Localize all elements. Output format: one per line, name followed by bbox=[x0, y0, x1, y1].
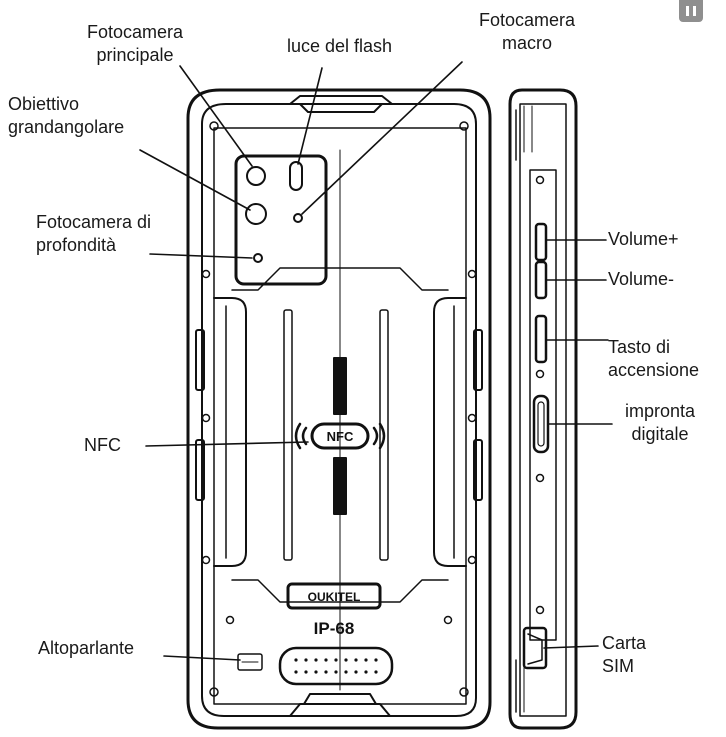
phone-side-view bbox=[508, 88, 578, 730]
label-main-camera-line2: principale bbox=[96, 45, 174, 65]
label-volume-up: Volume+ bbox=[608, 229, 679, 249]
depth-camera-lens bbox=[253, 253, 263, 263]
callout-speaker bbox=[163, 655, 241, 661]
label-macro-camera-line1: Fotocamera bbox=[478, 10, 576, 30]
callout-lines bbox=[139, 61, 613, 661]
label-wide-angle-line1: Obiettivo bbox=[8, 94, 80, 114]
label-volume-down: Volume- bbox=[608, 269, 675, 289]
label-fingerprint: impronta digitale bbox=[610, 400, 710, 446]
label-power-key-line2: accensione bbox=[608, 360, 700, 380]
label-fingerprint-line1: impronta bbox=[624, 401, 696, 421]
label-fingerprint-line2: digitale bbox=[631, 424, 689, 444]
camera-module bbox=[234, 154, 328, 286]
power-key bbox=[534, 314, 548, 364]
label-nfc: NFC bbox=[84, 435, 121, 455]
label-depth-camera-line1: Fotocamera di bbox=[36, 212, 152, 232]
label-main-camera-line1: Fotocamera bbox=[86, 22, 184, 42]
label-main-camera: Fotocamera principale bbox=[60, 21, 210, 67]
callout-flash bbox=[297, 67, 323, 165]
label-sim-card-line1: Carta bbox=[602, 633, 647, 653]
speaker-grill bbox=[278, 646, 394, 686]
callout-wide-angle bbox=[139, 149, 251, 211]
callout-main-camera bbox=[179, 65, 253, 167]
rating-text: IP-68 bbox=[314, 619, 355, 638]
label-macro-camera-line2: macro bbox=[501, 33, 552, 53]
main-camera-lens bbox=[246, 166, 266, 186]
label-power-key: Tasto di accensione bbox=[608, 336, 699, 382]
callout-sim bbox=[543, 645, 599, 649]
nfc-logo bbox=[310, 422, 370, 450]
flash-light bbox=[289, 161, 303, 191]
label-wide-angle-line2: grandangolare bbox=[8, 117, 125, 137]
brand-plate bbox=[286, 582, 382, 610]
label-sim-card-line2: SIM bbox=[602, 656, 635, 676]
wide-angle-lens bbox=[245, 203, 267, 225]
volume-up-key bbox=[534, 222, 548, 262]
macro-camera-lens bbox=[293, 213, 303, 223]
label-sim-card: Carta SIM bbox=[602, 632, 646, 678]
callout-macro bbox=[301, 61, 463, 215]
brand-text: OUKITEL bbox=[308, 590, 361, 604]
volume-down-key bbox=[534, 260, 548, 300]
nfc-logo-text: NFC bbox=[327, 429, 354, 444]
label-depth-camera-line2: profondità bbox=[36, 235, 117, 255]
label-flash: luce del flash bbox=[287, 36, 393, 56]
corner-badge-icon bbox=[679, 0, 703, 22]
fingerprint-sensor bbox=[532, 394, 550, 454]
label-wide-angle: Obiettivo grandangolare bbox=[8, 93, 124, 139]
label-speaker: Altoparlante bbox=[38, 638, 135, 658]
label-depth-camera: Fotocamera di profondità bbox=[36, 211, 151, 257]
callout-nfc bbox=[145, 441, 309, 447]
callout-depth bbox=[149, 253, 253, 259]
phone-back-view bbox=[186, 88, 492, 730]
label-macro-camera: Fotocamera macro bbox=[452, 9, 602, 55]
label-power-key-line1: Tasto di bbox=[608, 337, 671, 357]
